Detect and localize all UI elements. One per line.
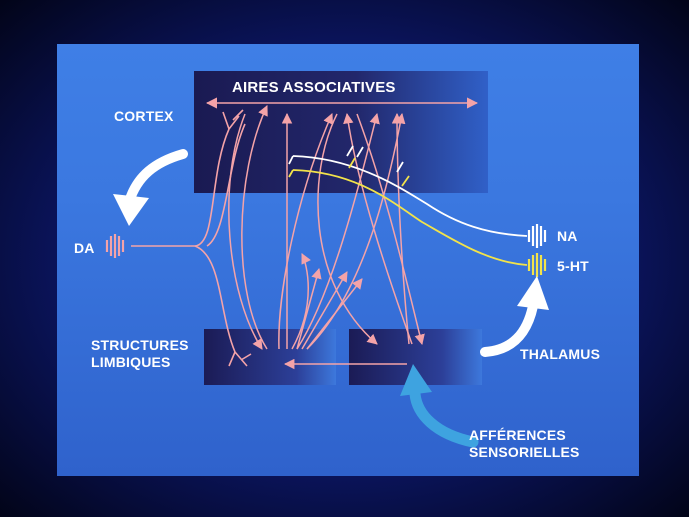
5ht-emitter-icon [527,253,547,277]
structures-limbiques-label: STRUCTURES LIMBIQUES [91,337,189,371]
na-emitter-icon [527,224,547,248]
afferences-sensorielles-arrow [400,364,479,448]
da-label: DA [74,240,95,256]
aires-associatives-label: AIRES ASSOCIATIVES [232,79,396,96]
sensorielles-label-line: SENSORIELLES [469,444,580,460]
serotonin-pathway [288,157,528,266]
cortex-label: CORTEX [114,108,174,124]
cortico-subcortical-arrows [228,105,425,370]
na-label: NA [557,228,578,244]
5ht-label: 5-HT [557,258,589,274]
thalamus-label: THALAMUS [520,346,601,362]
dopamine-pathway [131,109,252,367]
structures-label-line: STRUCTURES [91,337,189,353]
da-emitter-icon [105,234,125,258]
limbic-structures-box [204,329,336,385]
diagram-slide: AIRES ASSOCIATIVES CORTEX DA NA 5-HT STR… [57,44,639,476]
limbiques-label-line: LIMBIQUES [91,354,171,370]
noradrenaline-pathway [288,145,528,237]
thalamus-to-5ht-arrow [480,276,549,357]
afferences-sensorielles-label: AFFÉRENCES SENSORIELLES [469,427,580,461]
cortex-region-box [194,71,488,193]
afferences-label-line: AFFÉRENCES [469,427,566,443]
cortex-to-da-arrow [113,149,188,226]
pathway-diagram [105,97,549,448]
